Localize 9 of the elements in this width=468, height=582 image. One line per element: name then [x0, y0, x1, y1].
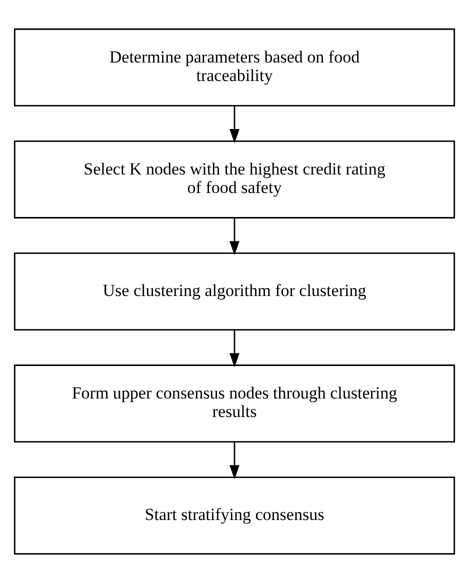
arrow: [229, 441, 239, 479]
node-box: Select K nodes with the highest credit rating of food safety: [13, 140, 455, 218]
arrow: [229, 329, 239, 367]
node-box: Form upper consensus nodes through clustering results: [13, 364, 455, 442]
arrow: [229, 217, 239, 255]
node-box: Start stratifying consensus: [13, 476, 455, 554]
node-box: Determine parameters based on food traceability: [13, 28, 455, 106]
node-box: Use clustering algorithm for clustering: [13, 252, 455, 330]
arrow: [229, 105, 239, 143]
